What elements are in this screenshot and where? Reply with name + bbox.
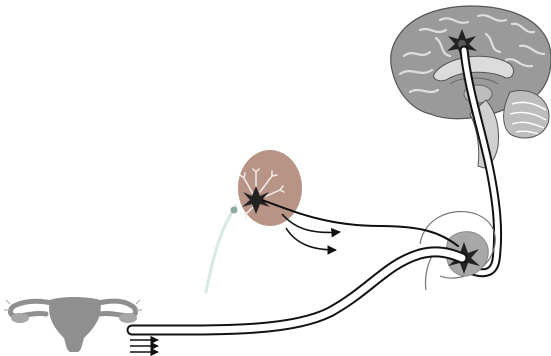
cerebellum [504,90,549,138]
gland-output-arrows [282,214,340,250]
ascending-pathway [132,252,462,330]
uterus-output-arrows [130,340,158,352]
uterus-icon [4,297,142,352]
gland-icon [206,150,302,292]
